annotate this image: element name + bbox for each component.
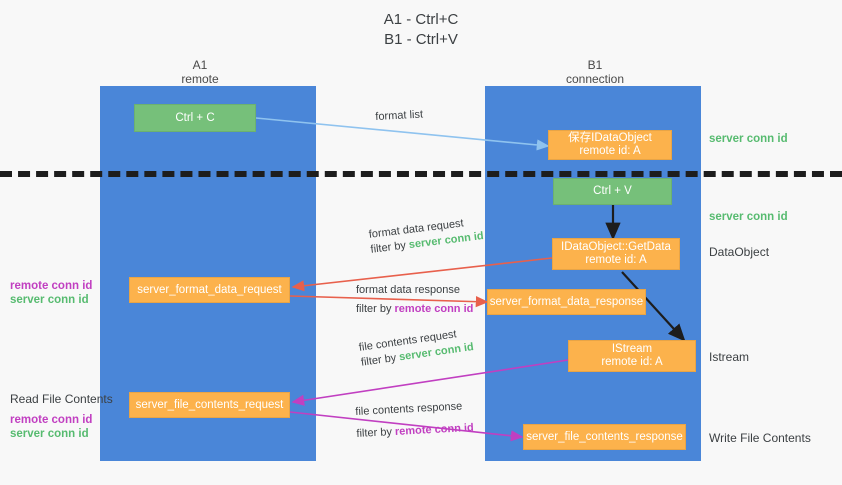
filter-prefix-4: filter by [356,425,396,440]
filter-value-remote-conn-id-2: remote conn id [394,421,475,438]
label-remote-conn-id-2: remote conn id [10,414,93,426]
title-line-2: B1 - Ctrl+V [384,31,458,48]
box-ctrl-v-label: Ctrl + V [593,185,632,197]
edge-label-format-list: format list [375,108,424,123]
lane-b1-name: B1 [587,58,603,72]
box-server-file-contents-request[interactable]: server_file_contents_request [129,392,290,418]
box-server-format-data-request-label: server_format_data_request [137,283,282,296]
box-getdata-line1: IDataObject::GetData [561,241,671,253]
lane-header-b1: B1 connection [485,58,705,86]
label-server-conn-id-1: server conn id [10,294,89,306]
box-ctrl-v[interactable]: Ctrl + V [553,178,672,205]
box-getdata[interactable]: IDataObject::GetData remote id: A [552,238,680,270]
box-istream[interactable]: IStream remote id: A [568,340,696,372]
edge-label-file-contents-request: file contents request filter by server c… [358,325,475,371]
box-server-format-data-response[interactable]: server_format_data_response [487,289,646,315]
filter-value-remote-conn-id: remote conn id [394,303,474,315]
page-title: A1 - Ctrl+C B1 - Ctrl+V [0,10,842,50]
box-server-file-contents-response-label: server_file_contents_response [526,430,683,443]
label-server-conn-id-2: server conn id [10,428,89,440]
box-save-dataobject-line2: remote id: A [579,145,641,157]
box-server-format-data-response-label: server_format_data_response [489,295,644,308]
label-write-file-contents: Write File Contents [709,431,811,445]
edge-label-format-data-response: format data response filter by remote co… [356,283,473,317]
box-server-format-data-request[interactable]: server_format_data_request [129,277,290,303]
box-getdata-line2: remote id: A [585,254,647,266]
edge-label-file-contents-response: file contents response filter by remote … [355,399,474,442]
box-server-file-contents-response[interactable]: server_file_contents_response [523,424,686,450]
label-remote-conn-id-1: remote conn id [10,280,93,292]
title-line-1: A1 - Ctrl+C [383,11,459,28]
lane-a1-sub: remote [181,72,219,86]
label-server-conn-id-mid: server conn id [709,211,788,223]
box-save-dataobject[interactable]: 保存IDataObject remote id: A [548,130,672,160]
box-ctrl-c[interactable]: Ctrl + C [134,104,256,132]
label-read-file-contents: Read File Contents [10,392,113,406]
filter-prefix-3: filter by [360,351,401,369]
label-istream: Istream [709,350,750,364]
box-istream-line1: IStream [611,343,653,355]
lane-header-a1: A1 remote [100,58,300,86]
edge-label-format-data-response-line2: filter by remote conn id [356,302,473,317]
box-save-dataobject-line1: 保存IDataObject [568,132,652,144]
phase-divider [0,171,842,177]
box-ctrl-c-label: Ctrl + C [175,111,215,124]
edge-label-format-data-request: format data request filter by server con… [368,214,485,258]
edge-label-file-contents-response-line2: filter by remote conn id [356,421,474,442]
edge-label-file-contents-response-line1: file contents response [355,400,463,418]
box-server-file-contents-request-label: server_file_contents_request [135,398,284,411]
label-server-conn-id-top: server conn id [709,133,788,145]
filter-prefix-2: filter by [356,303,395,315]
lane-b1-sub: connection [565,72,625,86]
lane-a1-name: A1 [192,58,208,72]
edge-label-format-data-response-line1: format data response [356,284,460,296]
box-istream-line2: remote id: A [601,356,663,368]
filter-prefix: filter by [369,239,410,256]
label-dataobject: DataObject [709,245,770,259]
